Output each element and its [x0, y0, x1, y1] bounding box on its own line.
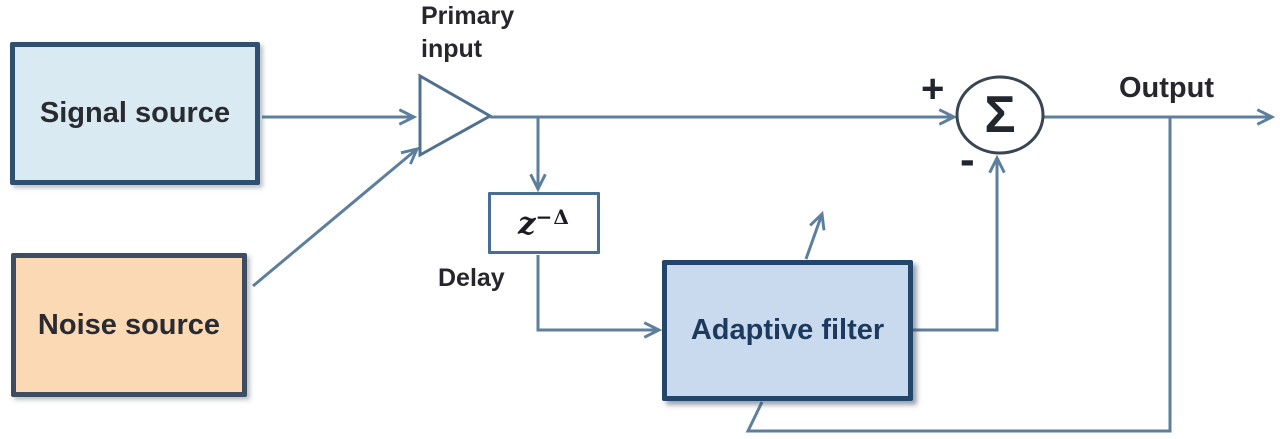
- summing-junction-circle: [955, 75, 1045, 155]
- adaptive-filter-box: Adaptive filter: [662, 260, 913, 401]
- minus-sign: -: [960, 135, 975, 184]
- feedback-line: [745, 117, 1172, 433]
- noise-to-amplifier-arrow: [252, 149, 417, 288]
- signal-source-label: Signal source: [39, 97, 231, 129]
- delay-symbol: z−Δ: [518, 207, 570, 240]
- signal-source-box: Signal source: [10, 42, 260, 185]
- output-label: Output: [1119, 72, 1215, 104]
- delay-symbol-base: z: [518, 205, 536, 242]
- delay-symbol-exponent: −Δ: [535, 204, 570, 229]
- adaptive-filter-label: Adaptive filter: [690, 314, 885, 346]
- plus-sign: +: [921, 67, 945, 111]
- adaptation-arrow: [804, 214, 822, 260]
- amplifier-triangle: [418, 73, 494, 158]
- noise-source-box: Noise source: [11, 253, 247, 397]
- delay-to-filter-arrow: [536, 255, 659, 330]
- primary-input-label: Primary input: [421, 2, 515, 63]
- delay-label: Delay: [438, 264, 505, 292]
- noise-source-label: Noise source: [37, 308, 221, 341]
- filter-to-summer-arrow: [913, 158, 997, 332]
- sigma-symbol: Σ: [984, 86, 1016, 144]
- delay-box: z−Δ: [488, 192, 600, 254]
